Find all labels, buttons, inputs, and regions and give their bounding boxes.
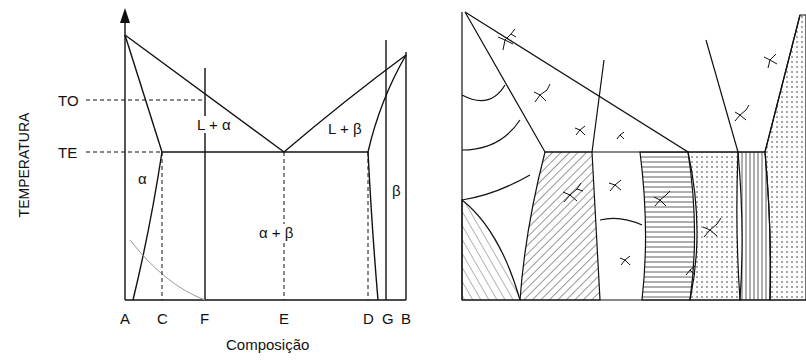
liquidus-right xyxy=(284,55,406,152)
temperature-mark: TO xyxy=(56,92,81,109)
solidus-right xyxy=(368,55,406,152)
dotted-grain xyxy=(688,152,740,300)
b-edge xyxy=(405,52,406,300)
hatched-grain xyxy=(462,200,520,300)
temperature-mark: TE xyxy=(56,144,79,161)
composition-letter: C xyxy=(155,310,170,327)
composition-letter: G xyxy=(380,310,396,327)
composition-letter: F xyxy=(198,310,211,327)
phase-field-label: α xyxy=(136,170,149,187)
composition-letter: D xyxy=(361,310,376,327)
faint-curve xyxy=(130,240,205,300)
phase-field-label: L + β xyxy=(326,120,364,137)
alloy-g-line xyxy=(385,40,386,300)
phase-field-label: α + β xyxy=(257,224,295,241)
phase-field-label: L + α xyxy=(195,116,233,133)
temperature-axis xyxy=(124,22,125,300)
diagram-lines xyxy=(120,8,406,300)
hatched-grain xyxy=(738,152,770,300)
solvus-left xyxy=(133,152,162,300)
hatched-grain xyxy=(640,152,695,300)
alloy-f-line xyxy=(204,68,205,300)
solidus-left xyxy=(125,35,162,152)
microstructure-illustration xyxy=(462,12,806,300)
hatched-grain xyxy=(520,152,600,300)
dashed-guides xyxy=(86,100,368,300)
axis-title: Composição xyxy=(224,336,311,353)
composition-letter: E xyxy=(277,310,291,327)
eutectic-line xyxy=(162,151,368,152)
composition-axis xyxy=(125,299,406,300)
dotted-grain xyxy=(765,15,806,300)
dendrites xyxy=(498,29,777,275)
composition-letter: A xyxy=(118,310,132,327)
axis-title: TEMPERATURA xyxy=(16,111,32,220)
solvus-right xyxy=(368,152,378,300)
phase-field-label: β xyxy=(390,182,403,199)
axis-arrowhead xyxy=(120,8,130,23)
composition-letter: B xyxy=(399,310,413,327)
